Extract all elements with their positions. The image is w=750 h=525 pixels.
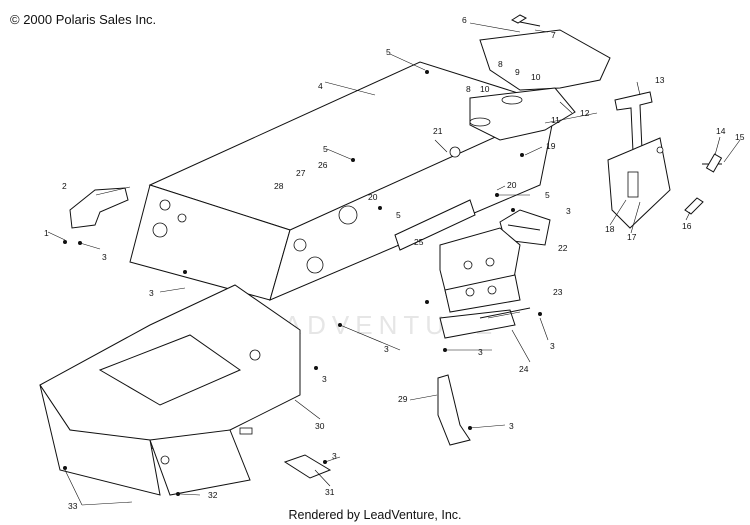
callout-3: 3 <box>550 341 555 351</box>
callout-22: 22 <box>558 243 568 253</box>
callout-3: 3 <box>149 288 154 298</box>
callout-23: 23 <box>553 287 563 297</box>
callout-3: 3 <box>384 344 389 354</box>
part-29-bracket <box>437 374 471 446</box>
part-13-handle <box>614 91 653 153</box>
callout-24: 24 <box>519 364 529 374</box>
callout-labels: 1 2 3 3 3 3 3 3 3 3 3 4 5 5 5 5 6 7 8 8 … <box>44 15 745 511</box>
callout-3: 3 <box>102 252 107 262</box>
part-31-bracket <box>283 454 332 479</box>
footer-credit: Rendered by LeadVenture, Inc. <box>288 508 462 522</box>
fasteners <box>63 70 542 496</box>
callout-20: 20 <box>507 180 517 190</box>
callout-30: 30 <box>315 421 325 431</box>
callout-1: 1 <box>44 228 49 238</box>
callout-32: 32 <box>208 490 218 500</box>
part-23-bracket-assembly <box>439 227 521 313</box>
callout-26: 26 <box>318 160 328 170</box>
callout-13: 13 <box>655 75 665 85</box>
callout-3: 3 <box>478 347 483 357</box>
callout-33: 33 <box>68 501 78 511</box>
callout-5: 5 <box>545 190 550 200</box>
callout-25: 25 <box>414 237 424 247</box>
part-6-rear-extension <box>479 14 611 91</box>
leader-lines <box>47 22 741 506</box>
callout-18: 18 <box>605 224 615 234</box>
part-2-bracket <box>69 187 129 229</box>
part-17-bracket <box>607 137 671 229</box>
copyright-text: © 2000 Polaris Sales Inc. <box>10 12 157 27</box>
callout-7: 7 <box>551 30 556 40</box>
callout-21: 21 <box>433 126 443 136</box>
callout-29: 29 <box>398 394 408 404</box>
callout-27: 27 <box>296 168 306 178</box>
part-4-tunnel <box>129 61 556 301</box>
callout-10: 10 <box>531 72 541 82</box>
callout-6: 6 <box>462 15 467 25</box>
callout-3: 3 <box>509 421 514 431</box>
callout-31: 31 <box>325 487 335 497</box>
callout-15: 15 <box>735 132 745 142</box>
part-11-12-rear-bumper <box>469 87 576 141</box>
callout-12: 12 <box>580 108 590 118</box>
part-15-clip <box>705 153 723 173</box>
callout-3: 3 <box>332 451 337 461</box>
callout-9: 9 <box>515 67 520 77</box>
callout-19: 19 <box>546 141 556 151</box>
callout-3: 3 <box>566 206 571 216</box>
callout-17: 17 <box>627 232 637 242</box>
callout-4: 4 <box>318 81 323 91</box>
callout-5: 5 <box>386 47 391 57</box>
callout-16: 16 <box>682 221 692 231</box>
callout-20: 20 <box>368 192 378 202</box>
callout-8: 8 <box>498 59 503 69</box>
callout-10: 10 <box>480 84 490 94</box>
callout-5: 5 <box>323 144 328 154</box>
callout-28: 28 <box>274 181 284 191</box>
part-16-pin <box>684 197 704 215</box>
part-30-footrest-frame <box>39 284 301 496</box>
callout-14: 14 <box>716 126 726 136</box>
callout-11: 11 <box>551 115 560 125</box>
part-24-rod <box>439 309 516 339</box>
callout-3: 3 <box>322 374 327 384</box>
callout-2: 2 <box>62 181 67 191</box>
callout-8: 8 <box>466 84 471 94</box>
callout-5: 5 <box>396 210 401 220</box>
